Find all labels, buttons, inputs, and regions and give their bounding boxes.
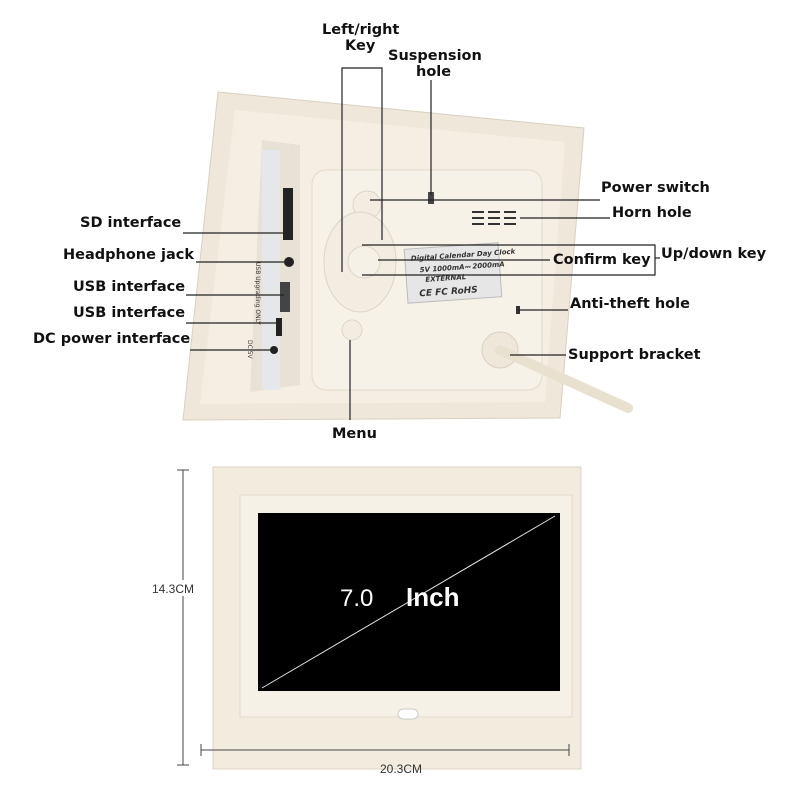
product-sticker bbox=[403, 242, 503, 304]
label-left-right-key-2: Key bbox=[345, 38, 376, 54]
horn-hole-grille bbox=[472, 211, 516, 225]
label-suspension-hole-2: hole bbox=[416, 64, 451, 80]
height-dimension: 14.3CM bbox=[152, 582, 194, 596]
suspension-hole bbox=[428, 192, 434, 204]
usb-side-print: USB Upgrading ONLY bbox=[254, 262, 261, 325]
frame-front: 7.0 Inch bbox=[212, 466, 582, 770]
frame-back: USB Upgrading ONLY DC 5V Digital Calenda… bbox=[182, 91, 633, 421]
label-menu: Menu bbox=[332, 426, 377, 442]
screen-diagonal bbox=[261, 515, 556, 689]
label-sd-interface: SD interface bbox=[80, 215, 181, 231]
screen-size-number: 7.0 bbox=[340, 585, 373, 612]
label-dc-power-interface: DC power interface bbox=[33, 331, 190, 347]
dimension-lines bbox=[177, 469, 570, 766]
screen-size-unit: Inch bbox=[406, 582, 459, 612]
indicator-light bbox=[397, 708, 419, 720]
label-power-switch: Power switch bbox=[601, 180, 710, 196]
label-horn-hole: Horn hole bbox=[612, 205, 692, 221]
label-usb-interface-2: USB interface bbox=[73, 305, 185, 321]
label-anti-theft-hole: Anti-theft hole bbox=[570, 296, 690, 312]
label-support-bracket: Support bracket bbox=[568, 347, 701, 363]
sticker-line3: EXTERNAL bbox=[425, 273, 466, 284]
callout-lines bbox=[183, 67, 660, 420]
menu-button bbox=[341, 319, 363, 341]
label-headphone-jack: Headphone jack bbox=[63, 247, 194, 263]
label-suspension-hole: Suspension bbox=[388, 48, 482, 64]
label-up-down-key: Up/down key bbox=[661, 246, 767, 262]
support-bracket bbox=[481, 331, 633, 413]
confirm-key-button bbox=[347, 245, 381, 279]
label-confirm-key: Confirm key bbox=[553, 252, 651, 268]
label-left-right-key: Left/right bbox=[322, 22, 399, 38]
width-dimension: 20.3CM bbox=[380, 762, 422, 776]
label-usb-interface-1: USB interface bbox=[73, 279, 185, 295]
sticker-line4: CE FC RoHS bbox=[419, 285, 478, 299]
